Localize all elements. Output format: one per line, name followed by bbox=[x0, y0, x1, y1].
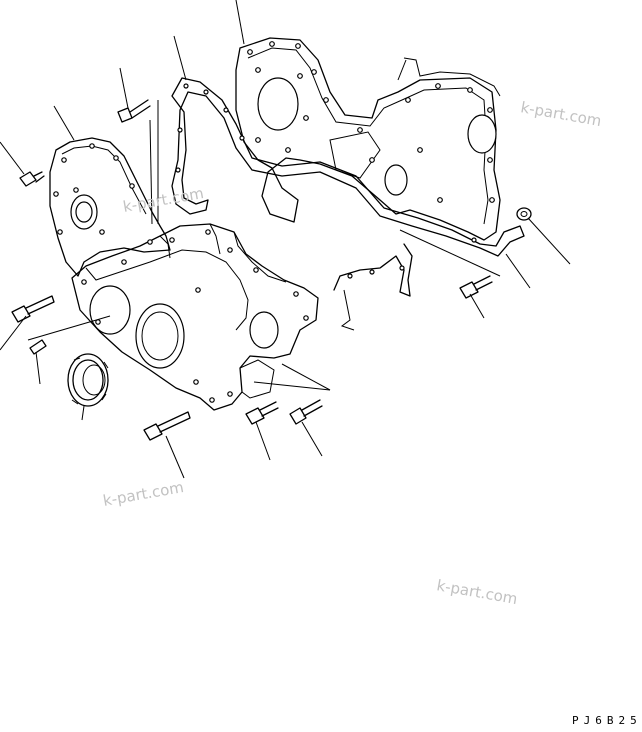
aux-opening bbox=[249, 311, 279, 349]
watermark-text: k-part.com bbox=[102, 478, 186, 510]
drawing-code: PJ6B251 bbox=[572, 714, 642, 727]
bolt-holes bbox=[247, 41, 495, 203]
gasket bbox=[171, 57, 525, 331]
front-gear-cover bbox=[71, 223, 319, 411]
bolt bbox=[459, 275, 493, 299]
leader-lines bbox=[0, 0, 571, 479]
oil-seal bbox=[67, 353, 109, 407]
watermark-text: k-part.com bbox=[435, 576, 519, 608]
gear-opening bbox=[467, 114, 497, 154]
watermark-text: k-part.com bbox=[122, 184, 206, 216]
crank-opening bbox=[135, 303, 185, 369]
bolt bbox=[143, 411, 191, 441]
washer bbox=[516, 207, 532, 221]
bolt bbox=[19, 171, 45, 187]
dowel-pin bbox=[29, 339, 47, 355]
front-cover-plate bbox=[49, 137, 171, 277]
bolt bbox=[11, 295, 55, 323]
bolt bbox=[289, 399, 323, 425]
bolt bbox=[245, 401, 279, 425]
watermark-text: k-part.com bbox=[519, 98, 603, 130]
rear-plate bbox=[235, 37, 501, 241]
gear-opening bbox=[257, 77, 299, 131]
bolt bbox=[117, 99, 151, 123]
pump-opening bbox=[89, 285, 131, 335]
gear-opening bbox=[384, 164, 408, 196]
